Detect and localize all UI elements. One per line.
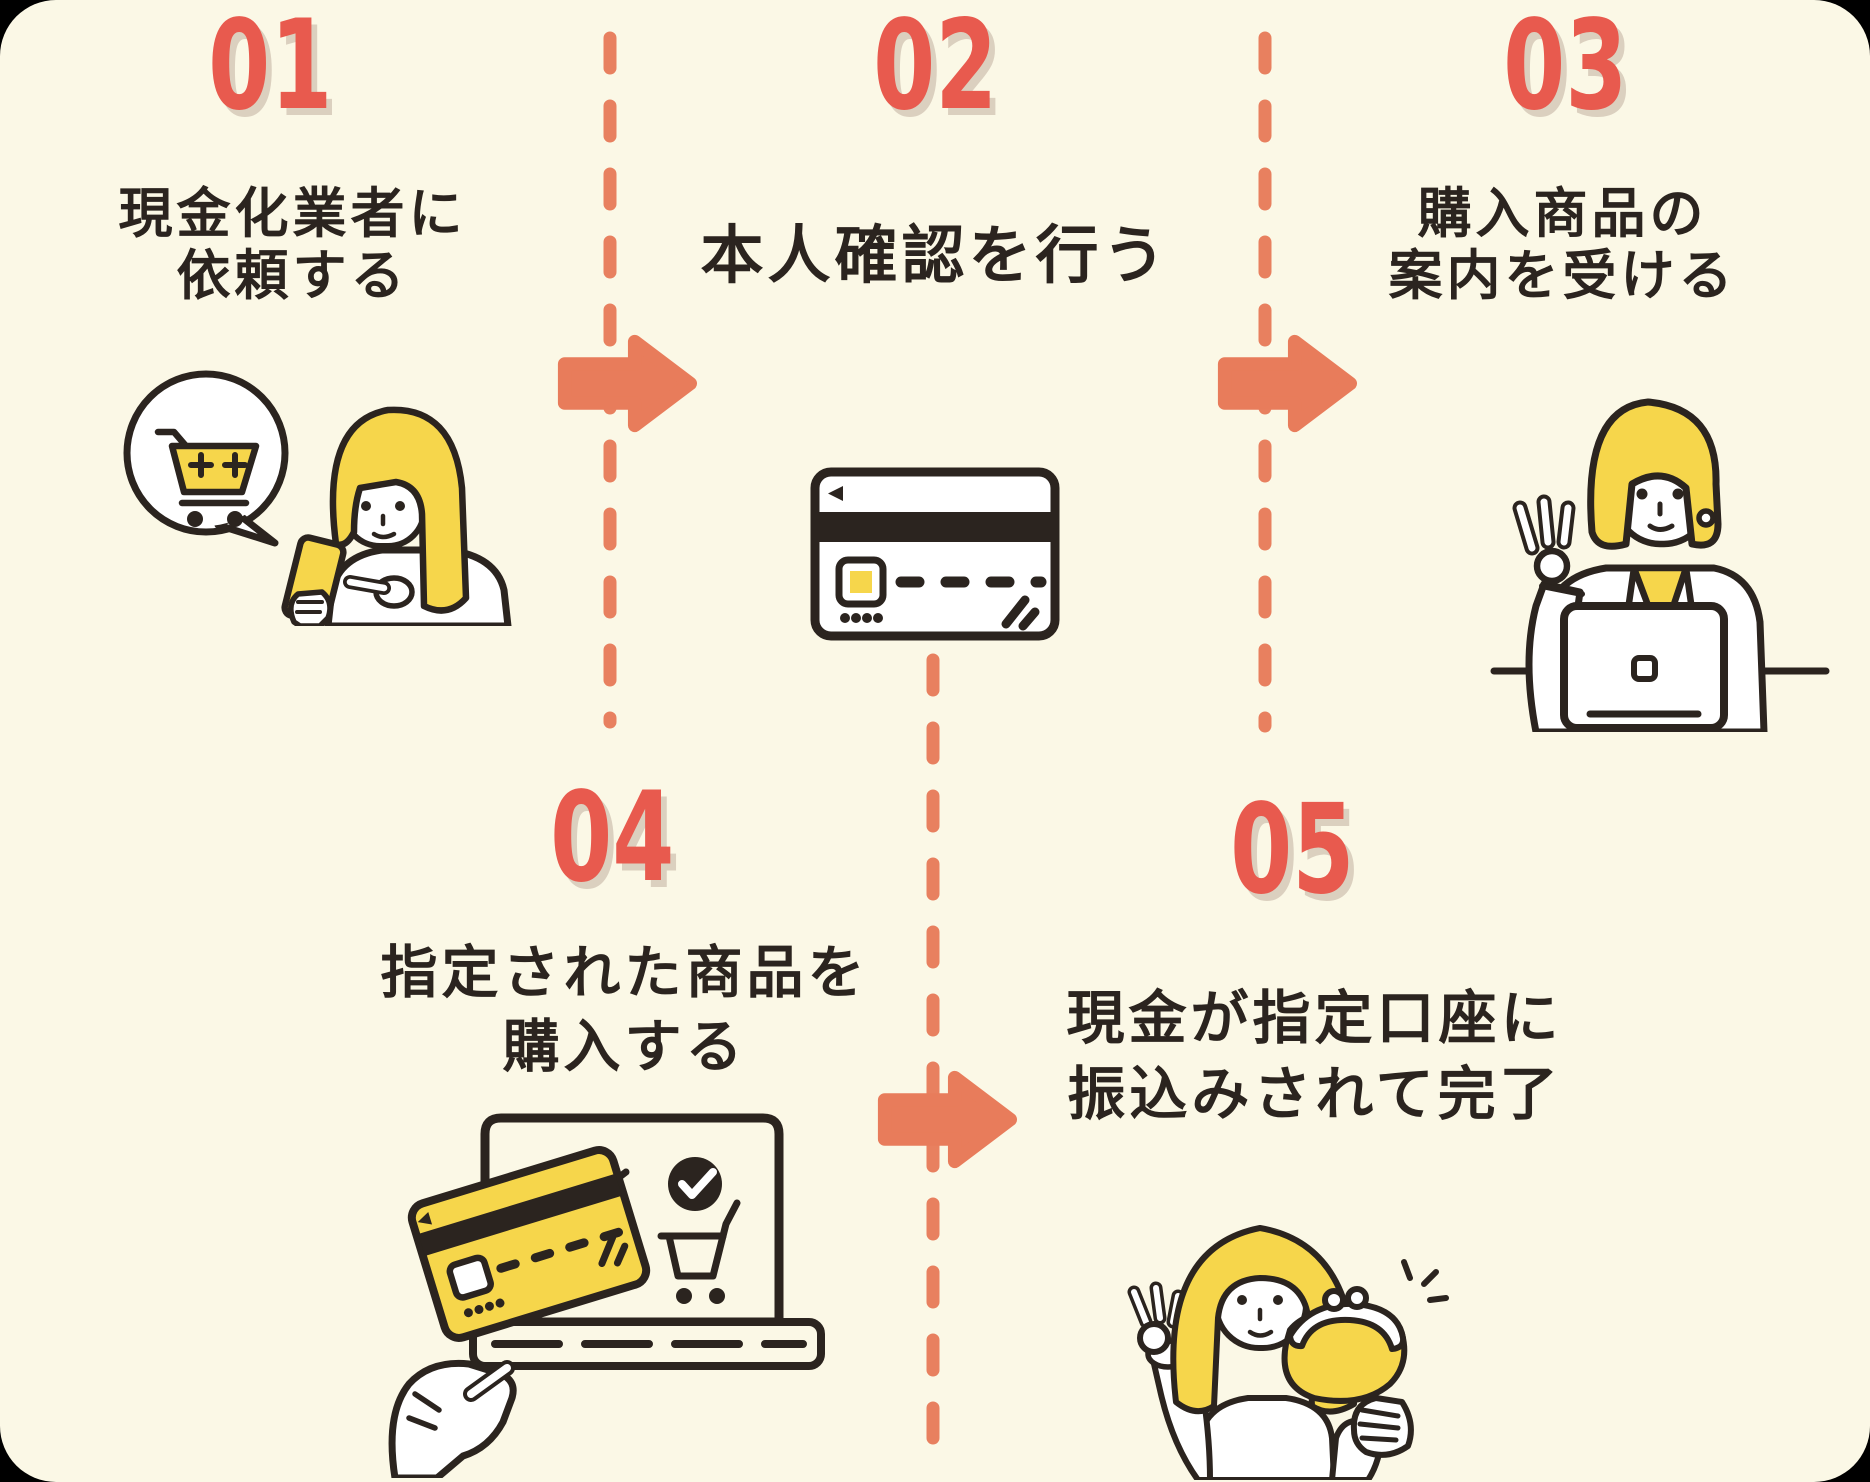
- step-01-number: 01: [207, 0, 333, 138]
- arrow-right-icon: [557, 334, 698, 433]
- step-03-title: 購入商品の 案内を受ける: [1388, 182, 1737, 307]
- step-02-number: 02: [872, 0, 998, 138]
- step-01-title: 現金化業者に 依頼する: [118, 182, 467, 307]
- step-05-title: 現金が指定口座に 振込みされて完了: [1066, 984, 1563, 1128]
- step-04-title: 指定された商品を 購入する: [380, 940, 869, 1080]
- step-02-title: 本人確認を行う: [700, 219, 1170, 292]
- woman-with-purse-illustration: [1127, 1225, 1449, 1480]
- woman-with-phone-illustration: [123, 370, 512, 626]
- arrow-right-icon: [1217, 334, 1358, 433]
- step-04-number: 04: [549, 766, 675, 910]
- arrow-right-icon: [877, 1070, 1018, 1169]
- card-payment-laptop-illustration: [388, 1113, 825, 1478]
- step-03-number: 03: [1502, 0, 1628, 138]
- step-05-number: 05: [1229, 778, 1355, 922]
- credit-card-illustration: [810, 467, 1060, 641]
- staff-at-laptop-illustration: [1490, 398, 1830, 732]
- dashed-divider-3: [926, 653, 940, 1482]
